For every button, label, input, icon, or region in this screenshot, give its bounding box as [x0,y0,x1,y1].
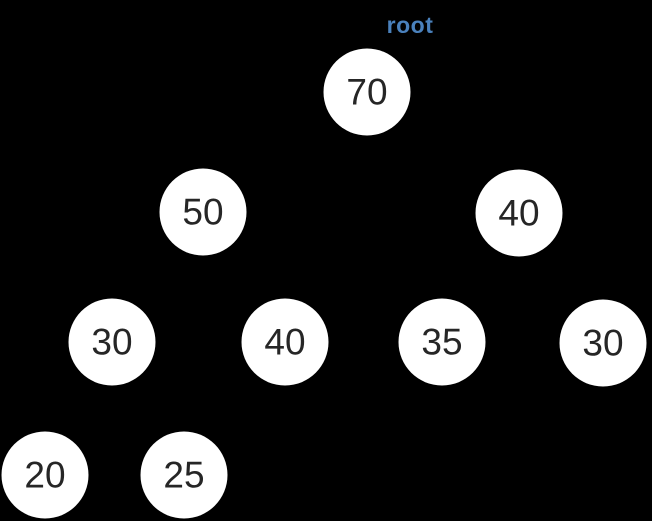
node-value: 40 [498,192,540,234]
node-value: 20 [24,454,66,496]
tree-node-n1-50: 50 [159,168,247,256]
tree-node-n0-70: 70 [323,48,411,136]
tree-node-n6-30: 30 [559,299,647,387]
node-value: 30 [91,321,133,363]
tree-node-n5-35: 35 [398,298,486,386]
node-value: 25 [163,454,205,496]
tree-node-n7-20: 20 [1,431,89,519]
root-label: root [386,12,434,38]
tree-node-n3-30: 30 [68,298,156,386]
node-value: 30 [582,322,624,364]
tree-node-n2-40: 40 [475,169,563,257]
node-value: 70 [346,71,388,113]
node-value: 35 [421,321,463,363]
tree-node-n8-25: 25 [140,431,228,519]
node-value: 40 [264,321,306,363]
node-value: 50 [182,191,224,233]
tree-node-n4-40: 40 [241,298,329,386]
